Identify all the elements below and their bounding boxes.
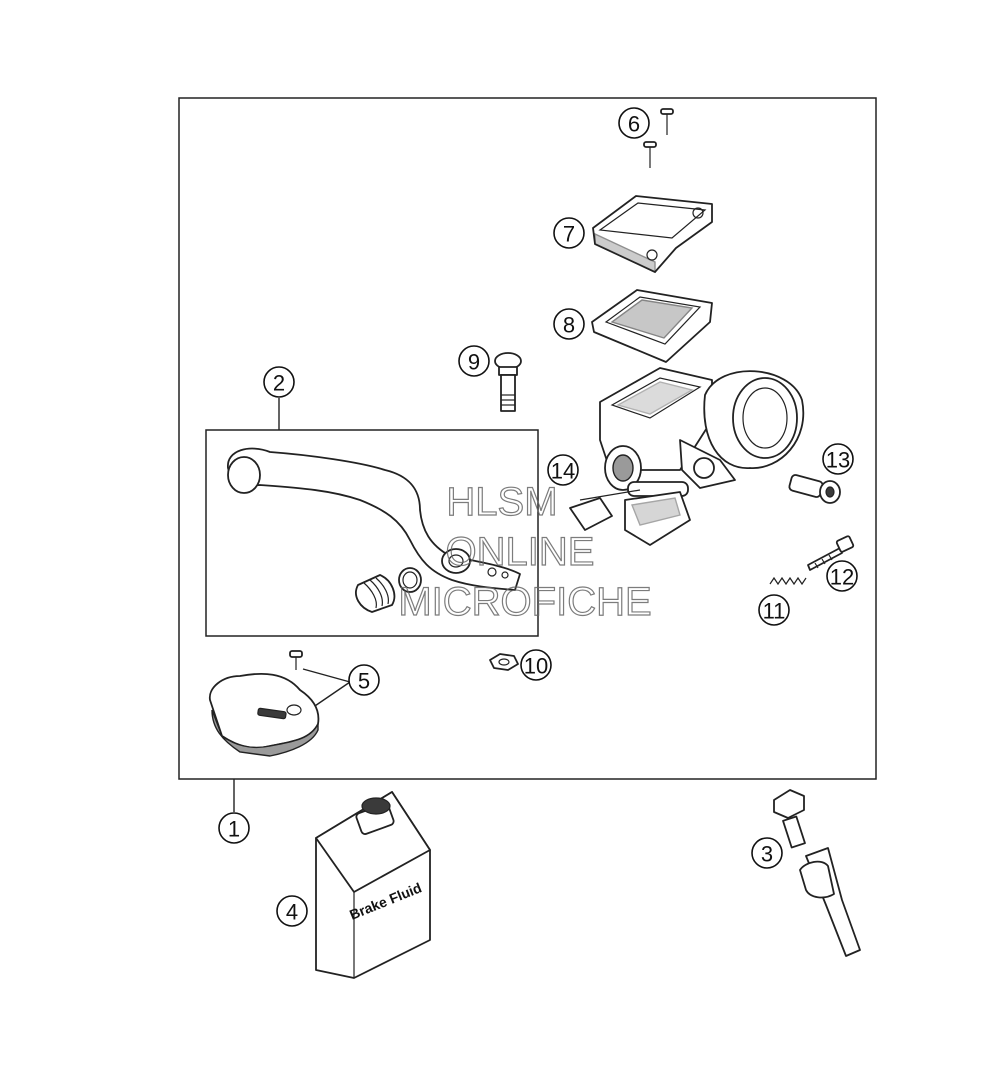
callout-4: 4 [276, 895, 308, 927]
callout-13-text: 13 [826, 448, 850, 473]
callout-5-text: 5 [358, 669, 370, 694]
callout-1-text: 1 [228, 817, 240, 842]
part-10-nut [489, 653, 519, 671]
callout-8-text: 8 [563, 313, 575, 338]
callout-4-text: 4 [286, 900, 298, 925]
callout-9-text: 9 [468, 350, 480, 375]
callout-14: 14 [547, 454, 579, 486]
callout-10-text: 10 [524, 654, 548, 679]
callout-2: 2 [263, 366, 295, 398]
callout-3: 3 [751, 837, 783, 869]
part-9-bolt [494, 352, 522, 412]
part-8-diaphragm [591, 289, 713, 363]
part-6-screws [643, 108, 674, 168]
callout-12: 12 [826, 560, 858, 592]
callout-11: 11 [758, 594, 790, 626]
callout-10: 10 [520, 649, 552, 681]
callout-2-text: 2 [273, 371, 285, 396]
callout-1: 1 [218, 812, 250, 844]
part-4-brake-fluid-bottle: Brake Fluid [315, 791, 431, 979]
part-2-hand-lever [227, 447, 521, 613]
assembly-frame [178, 97, 877, 780]
watermark: HLSM ONLINE MICROFICHE [398, 479, 653, 624]
part-5-cover [209, 650, 320, 757]
callout-8: 8 [553, 308, 585, 340]
callout-5: 5 [348, 664, 380, 696]
watermark-line-3: MICROFICHE [398, 580, 651, 624]
master-cylinder-body [599, 367, 805, 546]
part-3-hose [773, 789, 861, 957]
part-11-spring [769, 576, 807, 586]
watermark-line-1: HLSM [446, 480, 557, 524]
callout-7-text: 7 [563, 222, 575, 247]
callout-3-text: 3 [761, 842, 773, 867]
callout-14-text: 14 [551, 459, 575, 484]
callout-13: 13 [822, 443, 854, 475]
part-13-screw [788, 474, 841, 504]
callout-6: 6 [618, 107, 650, 139]
lever-subframe [205, 429, 539, 637]
callout-11-text: 11 [763, 599, 786, 624]
watermark-line-2: ONLINE [446, 530, 595, 574]
callout-7: 7 [553, 217, 585, 249]
callout-6-text: 6 [628, 112, 640, 137]
part-7-reservoir-cover [592, 195, 713, 274]
callout-12-text: 12 [830, 565, 854, 590]
part-14-pushrod [569, 489, 641, 531]
part-12-adjuster-screw [807, 535, 855, 571]
callout-9: 9 [458, 345, 490, 377]
